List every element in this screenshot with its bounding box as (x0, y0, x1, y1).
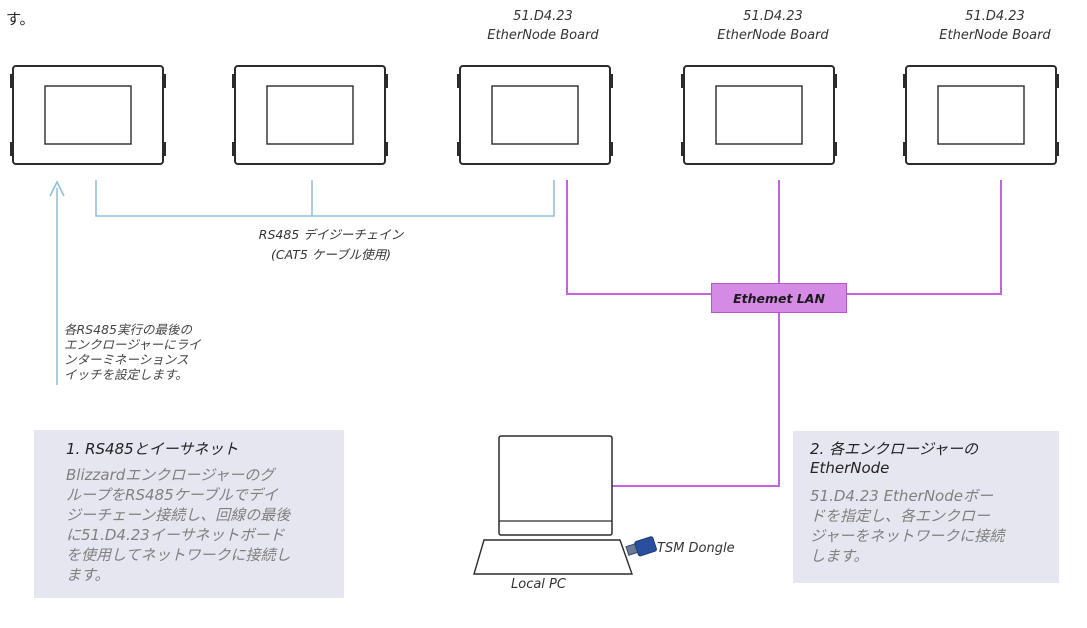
enclosure-3 (456, 65, 614, 165)
card-2-title-line1: 2. 各エンクロージャーの (810, 440, 979, 458)
tsm-dongle-label: TSM Dongle (657, 541, 735, 556)
card-1-body-line: Blizzardエンクロージャーのグ (66, 466, 275, 484)
rs485-label-line1: RS485 デイジーチェイン (258, 227, 404, 242)
tsm-dongle-icon (625, 536, 657, 557)
node-label-4: 51.D4.23 EtherNode Board (703, 7, 843, 45)
card-1-body-line: に51.D4.23イーサネットボード (66, 526, 285, 544)
ethernet-lan-box: Ethemet LAN (711, 283, 847, 313)
enclosure-5 (902, 65, 1060, 165)
rs485-label-line2: (CAT5 ケーブル使用) (271, 247, 391, 262)
ethernet-line-board-3 (847, 180, 1002, 295)
card-2-title: 2. 各エンクロージャーの EtherNode (810, 440, 1045, 478)
node-label-5: 51.D4.23 EtherNode Board (925, 7, 1065, 45)
enclosure-4 (680, 65, 838, 165)
node-label-5-line1: 51.D4.23 (965, 9, 1025, 24)
local-pc-icon (473, 435, 633, 575)
ethernet-lan-label: Ethemet LAN (733, 290, 825, 306)
termination-note-line: 各RS485実行の最後の (64, 322, 192, 337)
info-card-rs485: 1. RS485とイーサネット Blizzardエンクロージャーのグ ループをR… (34, 430, 344, 598)
node-label-3-line1: 51.D4.23 (513, 9, 573, 24)
card-2-body-line: 51.D4.23 EtherNodeボー (810, 487, 993, 505)
card-2-body-line: します。 (810, 547, 869, 565)
card-1-body-line: を使用してネットワークに接続し (66, 546, 291, 564)
local-pc-label: Local PC (511, 577, 566, 592)
top-text-fragment: す。 (6, 10, 35, 28)
node-label-4-line2: EtherNode Board (717, 28, 829, 43)
termination-arrow-head (49, 180, 65, 197)
enclosure-2 (231, 65, 389, 165)
ethernet-line-pc (612, 313, 780, 487)
enclosure-1 (9, 65, 167, 165)
card-1-body-line: ループをRS485ケーブルでデイ (66, 486, 278, 504)
card-2-body: 51.D4.23 EtherNodeボー ドを指定し、各エンクロー ジャーをネッ… (810, 486, 1045, 566)
card-2-title-line2: EtherNode (810, 459, 890, 477)
rs485-chain-line (95, 180, 555, 217)
node-label-3-line2: EtherNode Board (487, 28, 599, 43)
node-label-5-line2: EtherNode Board (939, 28, 1051, 43)
card-1-body: Blizzardエンクロージャーのグ ループをRS485ケーブルでデイ ジーチェ… (66, 465, 332, 585)
termination-note-line: ンターミネーションス (64, 352, 189, 367)
termination-note-line: イッチを設定します。 (64, 367, 188, 382)
termination-note: 各RS485実行の最後の エンクロージャーにライ ンターミネーションス イッチを… (64, 322, 284, 382)
rs485-label: RS485 デイジーチェイン (CAT5 ケーブル使用) (226, 225, 436, 265)
card-1-body-line: ジーチェーン接続し、回線の最後 (66, 506, 291, 524)
card-1-body-line: ます。 (66, 566, 110, 584)
card-2-body-line: ドを指定し、各エンクロー (810, 507, 991, 525)
card-1-title: 1. RS485とイーサネット (66, 440, 239, 458)
node-label-3: 51.D4.23 EtherNode Board (473, 7, 613, 45)
info-card-ethernode: 2. 各エンクロージャーの EtherNode 51.D4.23 EtherNo… (793, 431, 1059, 583)
node-label-4-line1: 51.D4.23 (743, 9, 803, 24)
card-2-body-line: ジャーをネットワークに接続 (810, 527, 1005, 545)
termination-note-line: エンクロージャーにライ (64, 337, 201, 352)
ethernet-line-board-1 (566, 180, 711, 295)
